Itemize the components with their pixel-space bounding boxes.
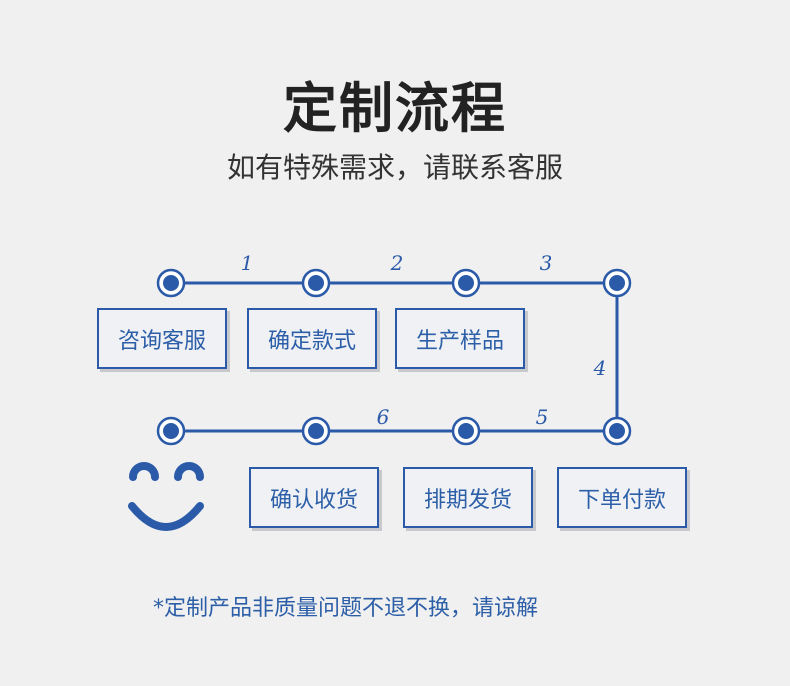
node-8 [156,416,186,446]
page-subtitle: 如有特殊需求，请联系客服 [226,151,563,184]
step-number-2: 2 [390,251,404,275]
page-title: 定制流程 [283,77,507,140]
step-box-confirm-style: 确定款式 [247,308,377,369]
node-3 [451,268,481,298]
step-number-1: 1 [241,251,254,275]
step-number-4: 4 [593,356,607,380]
node-6 [451,416,481,446]
step-number-3: 3 [540,251,553,275]
step-box-sample: 生产样品 [395,308,525,369]
step-box-order-pay: 下单付款 [557,467,687,528]
footnote: *定制产品非质量问题不退不换，请谅解 [153,596,539,621]
step-box-schedule-ship: 排期发货 [403,467,533,528]
node-7 [301,416,331,446]
smiley-face-icon [128,462,204,531]
node-5 [602,416,632,446]
step-number-5: 5 [536,405,549,429]
step-box-confirm-receipt: 确认收货 [249,467,379,528]
node-4 [602,268,632,298]
node-2 [301,268,331,298]
step-number-6: 6 [377,405,390,429]
node-1 [156,268,186,298]
step-box-consult: 咨询客服 [97,308,227,369]
